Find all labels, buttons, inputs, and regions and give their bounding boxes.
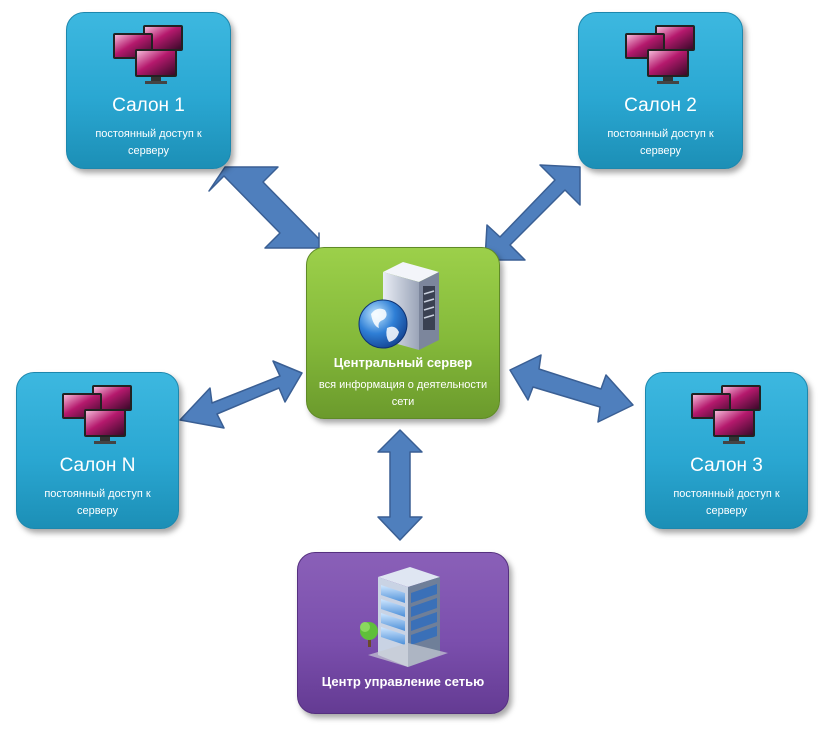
server-subtitle: вся информация о деятельности сети — [318, 379, 488, 408]
arrow-server-center — [377, 429, 423, 541]
salon-subtitle: постоянный доступ к серверу — [607, 128, 714, 157]
salon-subtitle: постоянный доступ к серверу — [673, 488, 780, 517]
arrow-salonN-server — [179, 360, 303, 429]
salon-subtitle: постоянный доступ к серверу — [44, 488, 151, 517]
arrow-salon3-server — [509, 354, 634, 423]
control-center-title: Центр управление сетью — [321, 674, 485, 689]
server-title: Центральный сервер — [333, 355, 473, 370]
monitors-icon — [624, 25, 695, 84]
salon-3-node: Салон 3 постоянный доступ к серверу — [645, 372, 808, 529]
salon-title: Салон 2 — [624, 95, 697, 116]
salon-title: Салон 1 — [112, 95, 185, 116]
monitors-icon — [112, 25, 183, 84]
salon-title: Салон 3 — [690, 455, 763, 476]
salon-2-node: Салон 2 постоянный доступ к серверу — [578, 12, 743, 169]
salon-n-node: Салон N постоянный доступ к серверу — [16, 372, 179, 529]
salon-subtitle: постоянный доступ к серверу — [95, 128, 202, 157]
server-globe-icon — [358, 262, 439, 350]
central-server-node: Центральный сервер вся информация о деят… — [306, 247, 500, 419]
office-building-icon — [360, 567, 448, 667]
monitors-icon — [690, 385, 761, 444]
monitors-icon — [61, 385, 132, 444]
arrow-salon1-server — [208, 166, 320, 249]
salon-1-node: Салон 1 постоянный доступ к серверу — [66, 12, 231, 169]
salon-title: Салон N — [59, 455, 136, 476]
control-center-node: Центр управление сетью — [297, 552, 509, 714]
arrow-salon2-server — [484, 164, 581, 261]
